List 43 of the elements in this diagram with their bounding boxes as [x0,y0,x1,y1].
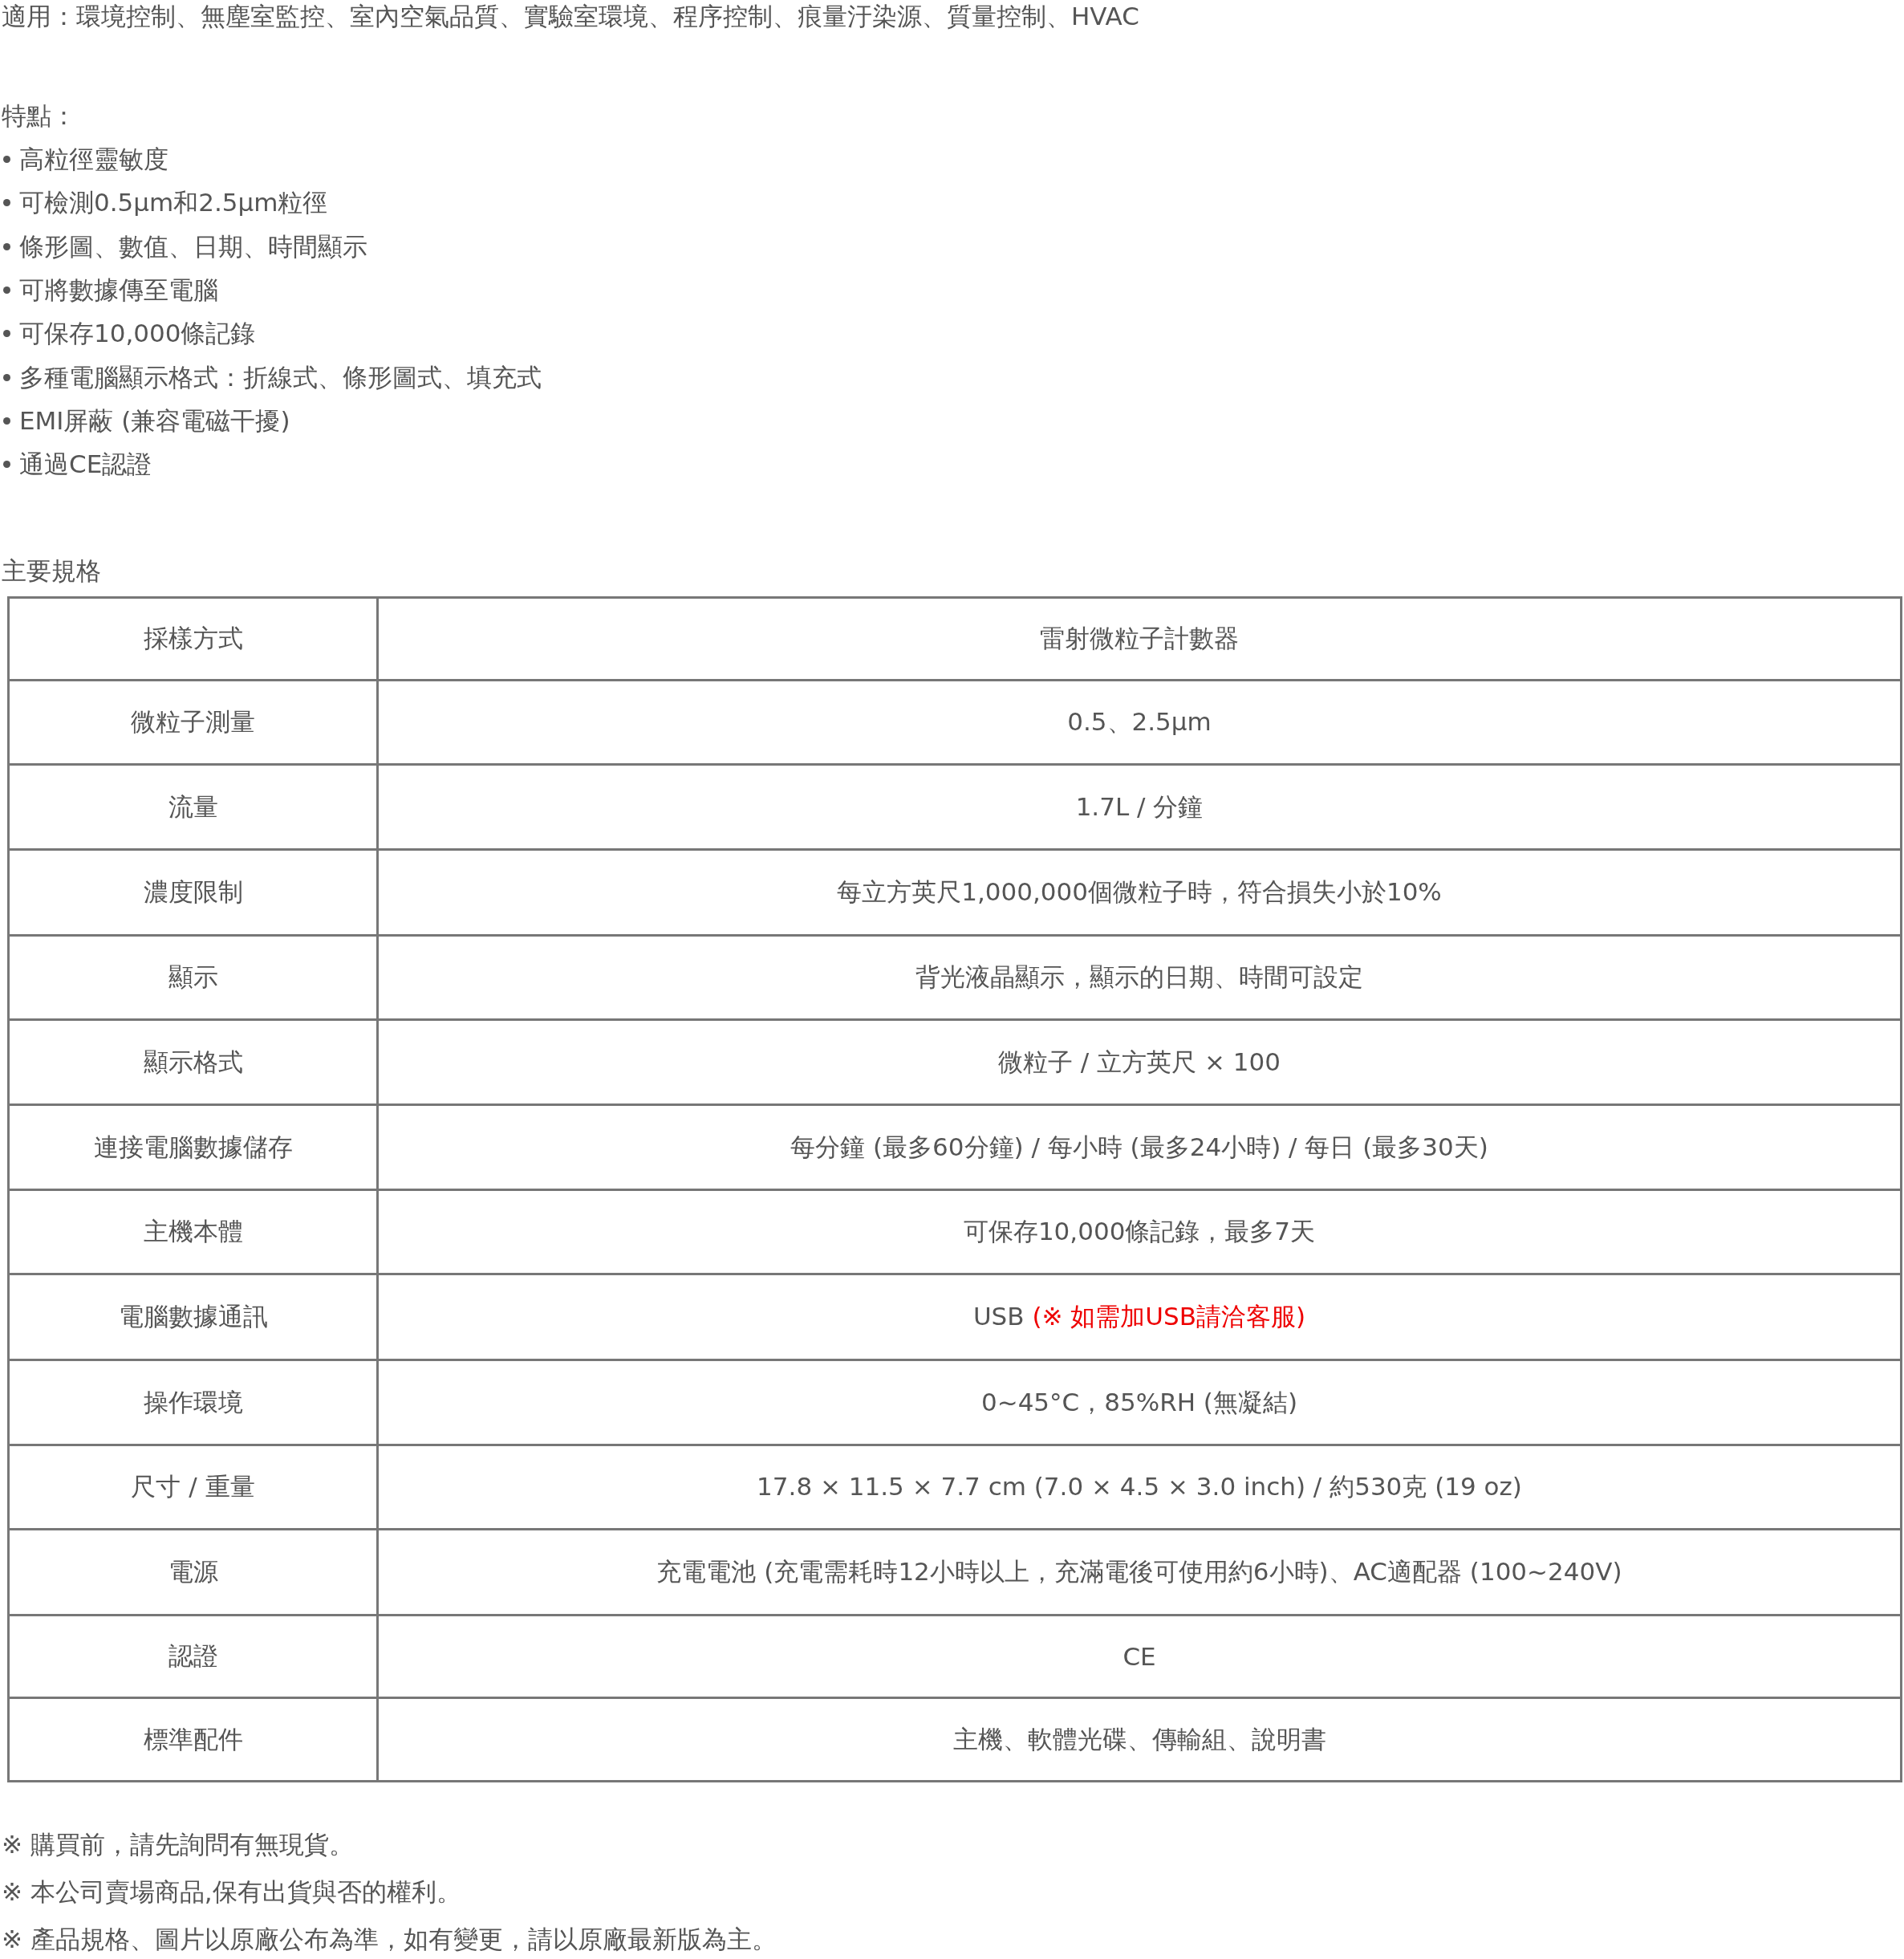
note-text: ※ 購買前，請先詢問有無現貨。 [2,1829,354,1860]
feature-text: 通過CE認證 [19,449,152,481]
table-cell: 雷射微粒子計數器 [377,597,1902,681]
table-cell: 0.5、2.5µm [377,680,1902,765]
table-cell: 顯示 [8,935,378,1020]
table-cell: 主機、軟體光碟、傳輸組、說明書 [377,1697,1902,1782]
table-cell: 0~45°C，85%RH (無凝結) [377,1360,1902,1445]
table-cell: 電源 [8,1529,378,1616]
table-cell: 濃度限制 [8,849,378,936]
note-text: ※ 本公司賣場商品,保有出貨與否的權利。 [2,1876,461,1908]
feature-text: 多種電腦顯示格式：折線式、條形圖式、填充式 [19,361,542,393]
feature-text: 高粒徑靈敏度 [19,144,168,175]
table-cell: 1.7L / 分鐘 [377,764,1902,850]
table-cell: 主機本體 [8,1189,378,1274]
table-cell: 標準配件 [8,1697,378,1782]
feature-text: EMI屏蔽 (兼容電磁干擾) [19,404,290,437]
table-cell: 電腦數據通訊 [8,1274,378,1360]
feature-text: 條形圖、數值、日期、時間顯示 [19,230,367,262]
note-text: ※ 產品規格、圖片以原廠公布為準，如有變更，請以原廠最新版為主。 [2,1924,777,1955]
feature-text: 可檢測0.5µm和2.5µm粒徑 [19,187,328,219]
table-cell: 微粒子 / 立方英尺 × 100 [377,1019,1902,1105]
table-cell: 流量 [8,764,378,850]
table-cell: CE [377,1615,1902,1698]
table-cell: 採樣方式 [8,597,378,681]
table-cell: 每立方英尺1,000,000個微粒子時，符合損失小於10% [377,849,1902,936]
application-text: 適用：環境控制、無塵室監控、室內空氣品質、實驗室環境、程序控制、痕量汙染源、質量控制、HVAC [2,1,1139,32]
table-cell: 操作環境 [8,1360,378,1445]
section-heading: 主要規格 [2,555,101,587]
table-cell: 尺寸 / 重量 [8,1445,378,1530]
table-cell: 每分鐘 (最多60分鐘) / 每小時 (最多24小時) / 每日 (最多30天) [377,1104,1902,1190]
table-cell: 微粒子測量 [8,680,378,765]
table-cell: 顯示格式 [8,1019,378,1105]
section-heading: 特點： [2,100,76,132]
table-cell: 背光液晶顯示，顯示的日期、時間可設定 [377,935,1902,1020]
feature-text: 可保存10,000條記錄 [19,318,256,350]
cell-text: USB [972,1302,1025,1331]
table-cell: 連接電腦數據儲存 [8,1104,378,1190]
table-cell: 充電電池 (充電需耗時12小時以上，充滿電後可使用約6小時)、AC適配器 (100~240V) [377,1529,1902,1616]
feature-text: 可將數據傳至電腦 [19,274,218,306]
table-cell: 17.8 × 11.5 × 7.7 cm (7.0 × 4.5 × 3.0 inch) / 約530克 (19 oz) [377,1445,1902,1530]
table-cell: 認證 [8,1615,378,1698]
note-text: (※ 如需加USB請洽客服) [1032,1302,1306,1331]
table-cell: 可保存10,000條記錄，最多7天 [377,1189,1902,1274]
